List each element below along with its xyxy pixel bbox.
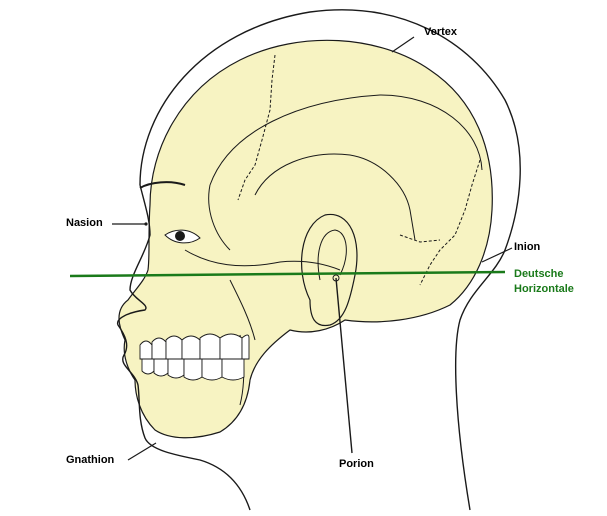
label-nasion: Nasion — [66, 217, 103, 229]
ear — [300, 213, 358, 327]
vertex-leader — [391, 36, 415, 53]
label-inion: Inion — [514, 241, 541, 253]
label-vertex: Vertex — [424, 26, 458, 38]
label-deutsche: Deutsche — [514, 268, 564, 280]
horizontal-line — [69, 270, 506, 278]
label-porion: Porion — [339, 458, 374, 470]
label-gnathion: Gnathion — [66, 454, 115, 466]
face-profile — [116, 184, 251, 511]
porion-leader — [335, 277, 353, 454]
label-horizontale: Horizontale — [514, 283, 574, 295]
teeth — [139, 333, 250, 381]
head-outline — [139, 9, 521, 511]
gnathion-leader — [127, 442, 157, 461]
inion-leader — [481, 247, 513, 263]
